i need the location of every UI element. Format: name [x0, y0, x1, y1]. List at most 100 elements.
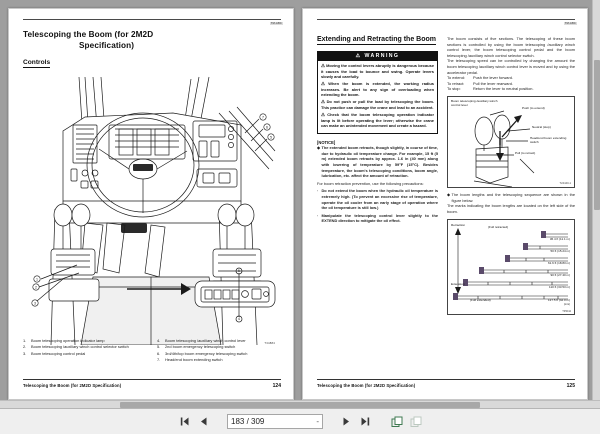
page-title-line1: Telescoping the Boom (for 2M2D — [23, 30, 154, 39]
figure-label-lever: Boom telescoping /auxiliary winch contro… — [451, 98, 498, 107]
boom-dim-1: 36.4 ft (11.1 m) — [549, 237, 570, 242]
page-number-value: 183 / 309 — [231, 417, 265, 426]
legend-text: Boom telescoping /auxiliary winch contro… — [31, 344, 129, 350]
dash-bullet-icon: · — [317, 188, 319, 194]
boom-dim-2: 50 ft (15.24 m) — [550, 249, 570, 254]
figure-note-bullet: ◆The boom lengths and the telescoping se… — [447, 192, 575, 203]
legend-text: Boom telescoping operation indicator lam… — [31, 338, 105, 344]
warning-item: ⚠Moving the control levers abruptly is d… — [321, 63, 434, 80]
svg-text:6: 6 — [266, 125, 268, 129]
column-right: The boom consists of five sections. The … — [447, 22, 575, 316]
notice-bullet: ◆The extended boom retracts, though slig… — [317, 145, 438, 179]
notice-block: [NOTICE] ◆The extended boom retracts, th… — [317, 140, 438, 224]
boom-dim-3: 61.6 ft (18.83 m) — [547, 261, 570, 266]
prev-page-icon[interactable] — [196, 414, 211, 429]
warning-header: ⚠WARNING — [318, 52, 437, 61]
definition-desc: Pull the lever rearward. — [473, 80, 514, 86]
lever-operation-figure: Boom telescoping /auxiliary winch contro… — [447, 95, 575, 188]
footer-page-number: 125 — [566, 383, 575, 389]
page-top-rule — [317, 19, 575, 20]
figure-note-block: ◆The boom lengths and the telescoping se… — [447, 192, 575, 214]
first-page-icon[interactable] — [177, 414, 192, 429]
boom-length-diagram: Retraction Extension (Full retracted) (F… — [447, 219, 575, 316]
legend-column-left: 1. Boom telescoping operation indicator l… — [23, 338, 147, 363]
boom-dim-5: 110 ft (33.53 m) — [549, 285, 570, 290]
definition-row: To stop:Return the lever to neutral posi… — [447, 86, 575, 92]
definition-row: To retract: Pull the lever rearward. — [447, 81, 575, 87]
boom-label-full-extended: (Full extended) — [470, 298, 491, 303]
body-paragraph-2: The telescoping speed can be controlled … — [447, 58, 575, 75]
legend-number: 7. — [157, 356, 161, 362]
legend-number: 1. — [23, 338, 27, 344]
warning-triangle-icon: ⚠ — [355, 53, 362, 60]
boom-label-extension: Extension — [451, 282, 465, 287]
svg-text:7: 7 — [262, 115, 264, 119]
next-page-icon[interactable] — [339, 414, 354, 429]
legend-text: Head/end boom extending switch — [165, 356, 223, 362]
legend-number: 5. — [157, 344, 161, 350]
svg-text:5: 5 — [270, 135, 272, 139]
legend-text: Boom telescoping control pedal — [31, 350, 86, 356]
corner-code-left: TM-ABC — [269, 22, 283, 25]
warning-triangle-icon: ⚠ — [321, 81, 328, 87]
horizontal-scrollbar[interactable] — [0, 400, 600, 408]
notice-sub-text: Manipulate the telescoping control lever… — [321, 212, 439, 224]
warning-triangle-icon: ⚠ — [321, 63, 326, 69]
warning-item: ⚠Check that the boom telescoping operati… — [321, 112, 434, 129]
diamond-bullet-icon: ◆ — [447, 191, 450, 197]
footer-title: Telescoping the Boom (for 2M2D Specifica… — [23, 383, 122, 388]
svg-text:5: 5 — [238, 269, 240, 273]
warning-triangle-icon: ⚠ — [321, 112, 327, 118]
document-viewport[interactable]: TM-ABC Telescoping the Boom (for 2M2D Sp… — [0, 0, 600, 408]
warning-item: ⚠When the boom is extended, the working … — [321, 81, 434, 98]
figure-label-pull: Pull (to retract) — [515, 150, 536, 155]
definition-term: To retract: — [447, 80, 465, 86]
warning-label: WARNING — [364, 53, 400, 60]
corner-code-right: TM-ABC — [563, 22, 577, 25]
warning-body: ⚠Moving the control levers abruptly is d… — [318, 61, 437, 129]
legend-text: 2nd boom emergency telescoping switch — [165, 344, 236, 350]
warning-item-text: Do not push or pull the load by telescop… — [321, 99, 434, 110]
warning-box: ⚠WARNING ⚠Moving the control levers abru… — [317, 51, 438, 135]
notice-sub-item: ·Do not extend the boom when the hydraul… — [317, 188, 438, 210]
page-number-input[interactable]: 183 / 309 - — [227, 414, 323, 429]
definition-row: To extend:Push the lever forward. — [447, 75, 575, 81]
list-item: 2.Boom telescoping /auxiliary winch cont… — [23, 344, 147, 350]
page-125[interactable]: TM-ABC Extending and Retracting the Boom… — [302, 8, 588, 400]
list-item: 7. Head/end boom extending switch — [157, 357, 281, 363]
boom-label-retraction: Retraction — [451, 223, 466, 228]
remove-bookmark-icon[interactable] — [408, 414, 423, 429]
svg-text:2: 2 — [35, 285, 37, 289]
illustration-code-left: T34884 — [264, 341, 275, 345]
svg-text:4: 4 — [238, 317, 240, 321]
diamond-bullet-icon: ◆ — [317, 145, 320, 151]
svg-text:1: 1 — [36, 277, 38, 281]
boom-diagram-unit-note: (mm) — [563, 303, 570, 307]
horizontal-scrollbar-thumb[interactable] — [120, 402, 480, 408]
page-top-rule — [23, 19, 281, 20]
two-column-layout: Extending and Retracting the Boom ⚠WARNI… — [317, 22, 575, 316]
page-footer-left: Telescoping the Boom (for 2M2D Specifica… — [23, 379, 281, 389]
list-item: 4. Boom telescoping /auxiliary winch cont… — [157, 338, 281, 344]
footer-page-number: 124 — [272, 383, 281, 389]
last-page-icon[interactable] — [358, 414, 373, 429]
figure-note-text2: The marks indicating the boom lengths ar… — [447, 203, 575, 214]
legend-column-right: 4. Boom telescoping /auxiliary winch cont… — [157, 338, 281, 363]
boom-diagram-svg — [453, 228, 568, 301]
section-heading-controls: Controls — [23, 59, 51, 68]
body-paragraph-1: The boom consists of five sections. The … — [447, 36, 575, 58]
warning-item-text: Moving the control levers abruptly is da… — [321, 63, 435, 80]
vertical-scrollbar-thumb[interactable] — [594, 60, 600, 210]
warning-item: ⚠Do not push or pull the load by telesco… — [321, 99, 434, 110]
legend-number: 6. — [157, 350, 161, 356]
page-124[interactable]: TM-ABC Telescoping the Boom (for 2M2D Sp… — [8, 8, 294, 400]
add-bookmark-icon[interactable] — [389, 414, 404, 429]
vertical-scrollbar[interactable] — [592, 0, 600, 400]
figure-label-push: Push (to extend) — [522, 105, 545, 110]
figure-code: T24440-1 — [559, 181, 571, 185]
legend-text: Boom telescoping /auxiliary winch contro… — [165, 338, 246, 344]
legend-number: 4. — [157, 338, 161, 344]
definition-term: To stop: — [447, 86, 461, 92]
boom-label-full-retracted: (Full retracted) — [488, 225, 509, 230]
